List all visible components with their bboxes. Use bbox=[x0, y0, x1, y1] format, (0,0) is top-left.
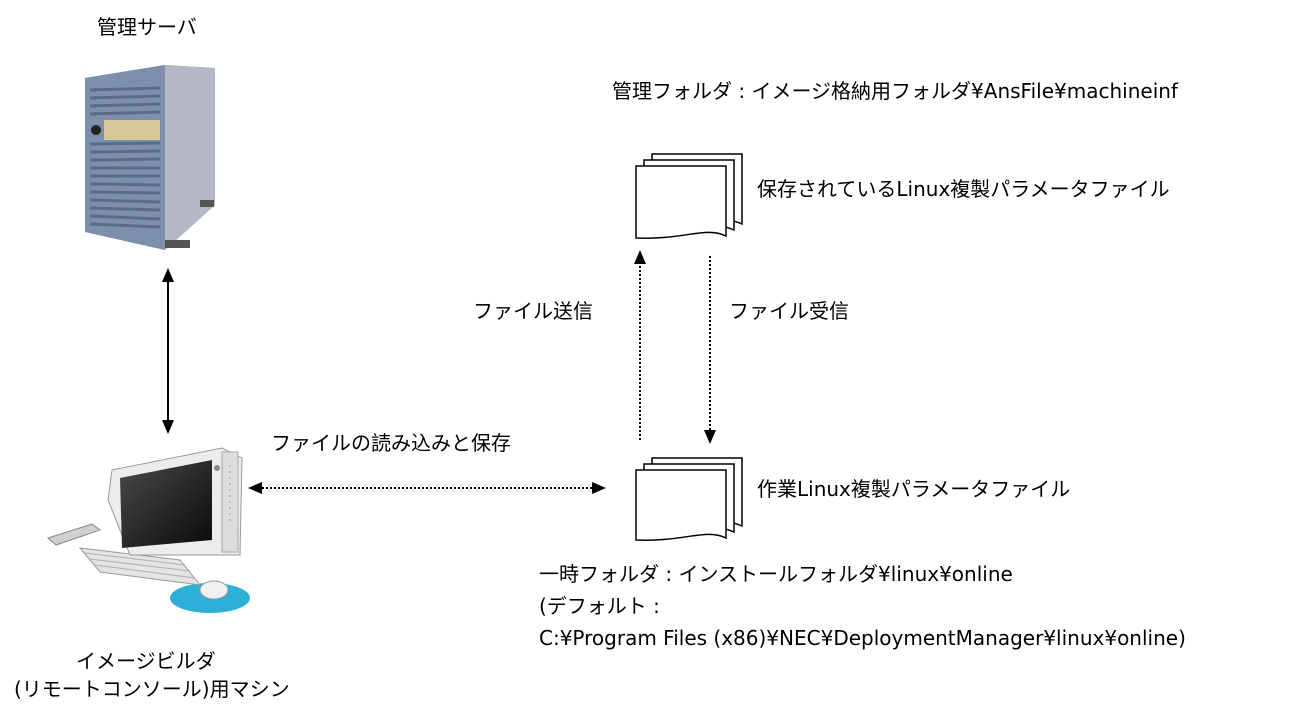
receive-label: ファイル受信 bbox=[729, 299, 849, 323]
saved-file-label: 保存されているLinux複製パラメータファイル bbox=[757, 177, 1170, 201]
server-icon bbox=[85, 65, 215, 250]
work-file-stack-icon bbox=[635, 457, 743, 541]
builder-machine-icon bbox=[47, 447, 250, 613]
send-arrow bbox=[634, 250, 646, 440]
server-label: 管理サーバ bbox=[97, 15, 197, 39]
saved-file-stack-icon bbox=[635, 153, 743, 239]
load-save-arrow bbox=[248, 482, 606, 494]
work-file-label: 作業Linux複製パラメータファイル bbox=[757, 477, 1071, 501]
server-builder-arrow bbox=[162, 268, 174, 434]
mgmt-folder-path: 管理フォルダ : イメージ格納用フォルダ¥AnsFile¥machineinf bbox=[612, 79, 1178, 103]
builder-label-line1: イメージビルダ bbox=[76, 649, 216, 673]
temp-folder-line2: (デフォルト : bbox=[539, 594, 660, 618]
send-label: ファイル送信 bbox=[473, 299, 593, 323]
load-save-label: ファイルの読み込みと保存 bbox=[271, 431, 511, 455]
builder-label-line2: (リモートコンソール)用マシン bbox=[14, 677, 290, 701]
temp-folder-line1: 一時フォルダ : インストールフォルダ¥linux¥online bbox=[539, 562, 1013, 586]
receive-arrow bbox=[704, 256, 716, 444]
temp-folder-line3: C:¥Program Files (x86)¥NEC¥DeploymentMan… bbox=[539, 626, 1186, 650]
